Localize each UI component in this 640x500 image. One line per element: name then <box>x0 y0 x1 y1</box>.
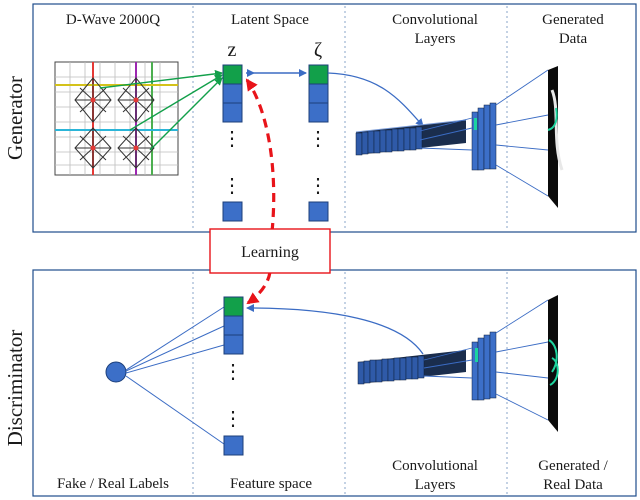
z-zeta-arrow-back <box>247 69 255 77</box>
header-gen-line1: Generated <box>542 12 604 28</box>
chip-to-latent-links <box>99 69 223 151</box>
header-latent-space: Latent Space <box>231 12 309 28</box>
zeta-dots-2: ⋮ <box>308 175 328 197</box>
latent-vector-z <box>222 64 243 222</box>
footer-conv-line2: Layers <box>415 477 456 493</box>
feature-vector <box>223 296 244 456</box>
dwave-chimera-graph <box>54 61 179 176</box>
discriminator-column-dividers <box>192 272 508 494</box>
footer-data-line2: Real Data <box>543 477 603 493</box>
latent-vector-zeta <box>308 64 329 222</box>
generator-side-label: Generator <box>3 76 27 160</box>
header-dwave: D-Wave 2000Q <box>66 12 160 28</box>
z-dots-1: ⋮ <box>222 128 242 150</box>
footer-data-line1: Generated / <box>538 458 608 474</box>
feature-dots-1: ⋮ <box>223 361 243 383</box>
discriminator-conv-layers <box>357 295 559 432</box>
learning-box <box>209 228 331 274</box>
generator-conv-layers <box>355 66 564 208</box>
learning-arrow-down <box>246 271 272 305</box>
learning-label: Learning <box>241 244 299 261</box>
zeta-dots-1: ⋮ <box>308 128 328 150</box>
header-conv-line1: Convolutional <box>392 12 478 28</box>
footer-feature-space: Feature space <box>230 476 312 492</box>
header-gen-line2: Data <box>559 31 588 47</box>
zeta-to-conv-arrow <box>327 72 424 127</box>
conv-to-feature-arrow <box>246 304 424 355</box>
header-conv-line2: Layers <box>415 31 456 47</box>
footer-conv-line1: Convolutional <box>392 458 478 474</box>
feature-dots-2: ⋮ <box>223 408 243 430</box>
label-node <box>105 361 127 383</box>
learning-arrow-up <box>245 78 276 233</box>
z-symbol: z <box>228 39 237 61</box>
z-dots-2: ⋮ <box>222 175 242 197</box>
footer-labels: Fake / Real Labels <box>57 476 169 492</box>
label-node-links <box>125 306 225 445</box>
generator-column-dividers <box>192 6 508 230</box>
discriminator-side-label: Discriminator <box>3 330 27 447</box>
zeta-symbol: ζ <box>314 39 322 61</box>
